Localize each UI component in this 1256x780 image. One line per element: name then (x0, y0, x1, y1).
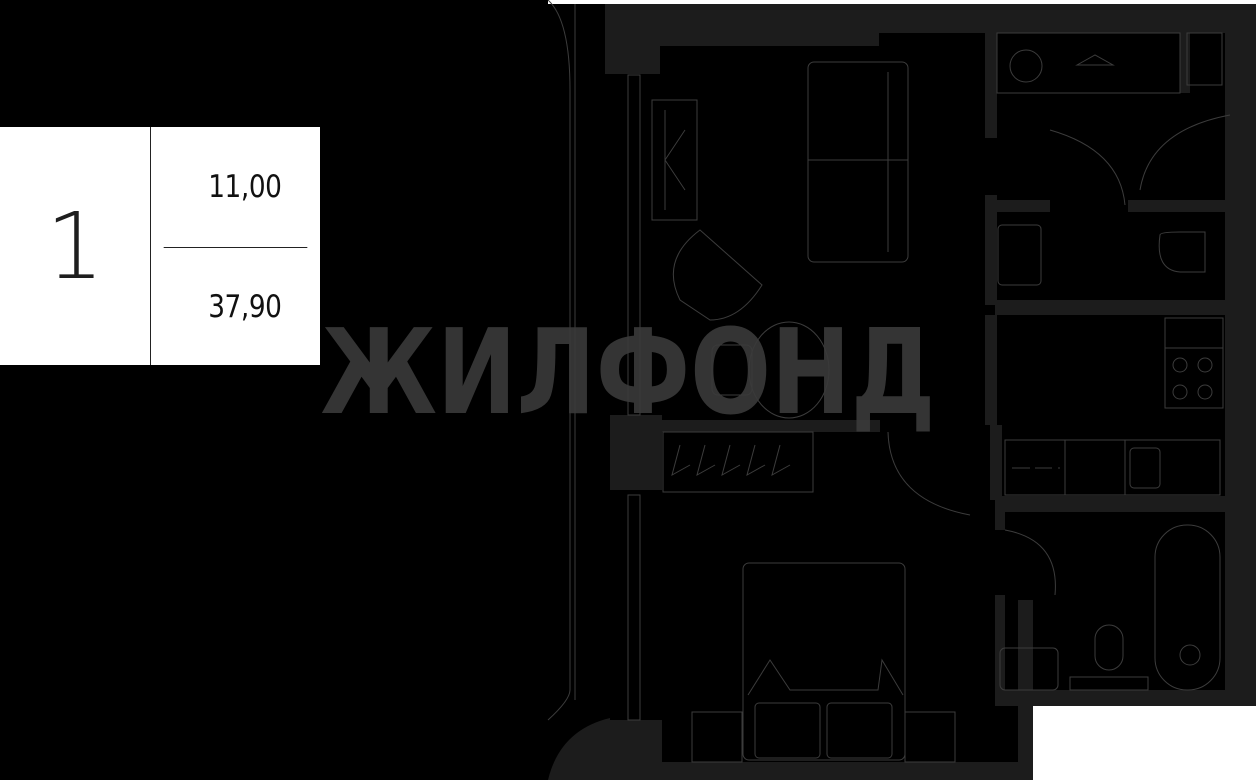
balcony-line (547, 0, 571, 721)
living-area: 11,00 (163, 127, 308, 248)
furniture (547, 0, 1231, 763)
apartment-legend: 1 11,00 37,90 (0, 127, 320, 365)
bed (742, 562, 906, 761)
walls (548, 4, 1256, 780)
sink (997, 224, 1042, 286)
closet-shelves (996, 32, 1181, 94)
armchair (672, 229, 763, 321)
tv-stand (651, 99, 698, 221)
room-count: 1 (0, 127, 151, 365)
total-area: 37,90 (208, 289, 282, 325)
kitchen-counter (1004, 439, 1221, 496)
hanger (1075, 54, 1115, 66)
window-left-lower (627, 494, 641, 721)
toilet (1158, 231, 1206, 273)
watermark: ЖИЛФОНД (321, 303, 936, 441)
bath-sink (999, 647, 1059, 691)
door-swing (887, 431, 971, 516)
stove (1164, 347, 1224, 409)
sofa (807, 61, 909, 263)
coffee-table (748, 321, 830, 419)
background-strip-top (548, 0, 1256, 4)
wardrobe (662, 431, 814, 493)
bathroom-door (1004, 529, 1056, 596)
bath-toilet (1094, 624, 1124, 671)
counter (1164, 317, 1224, 349)
washing-machine (1009, 49, 1043, 83)
bathtub (1154, 524, 1221, 691)
window-left-upper (627, 74, 641, 416)
background-corner (1033, 706, 1256, 780)
